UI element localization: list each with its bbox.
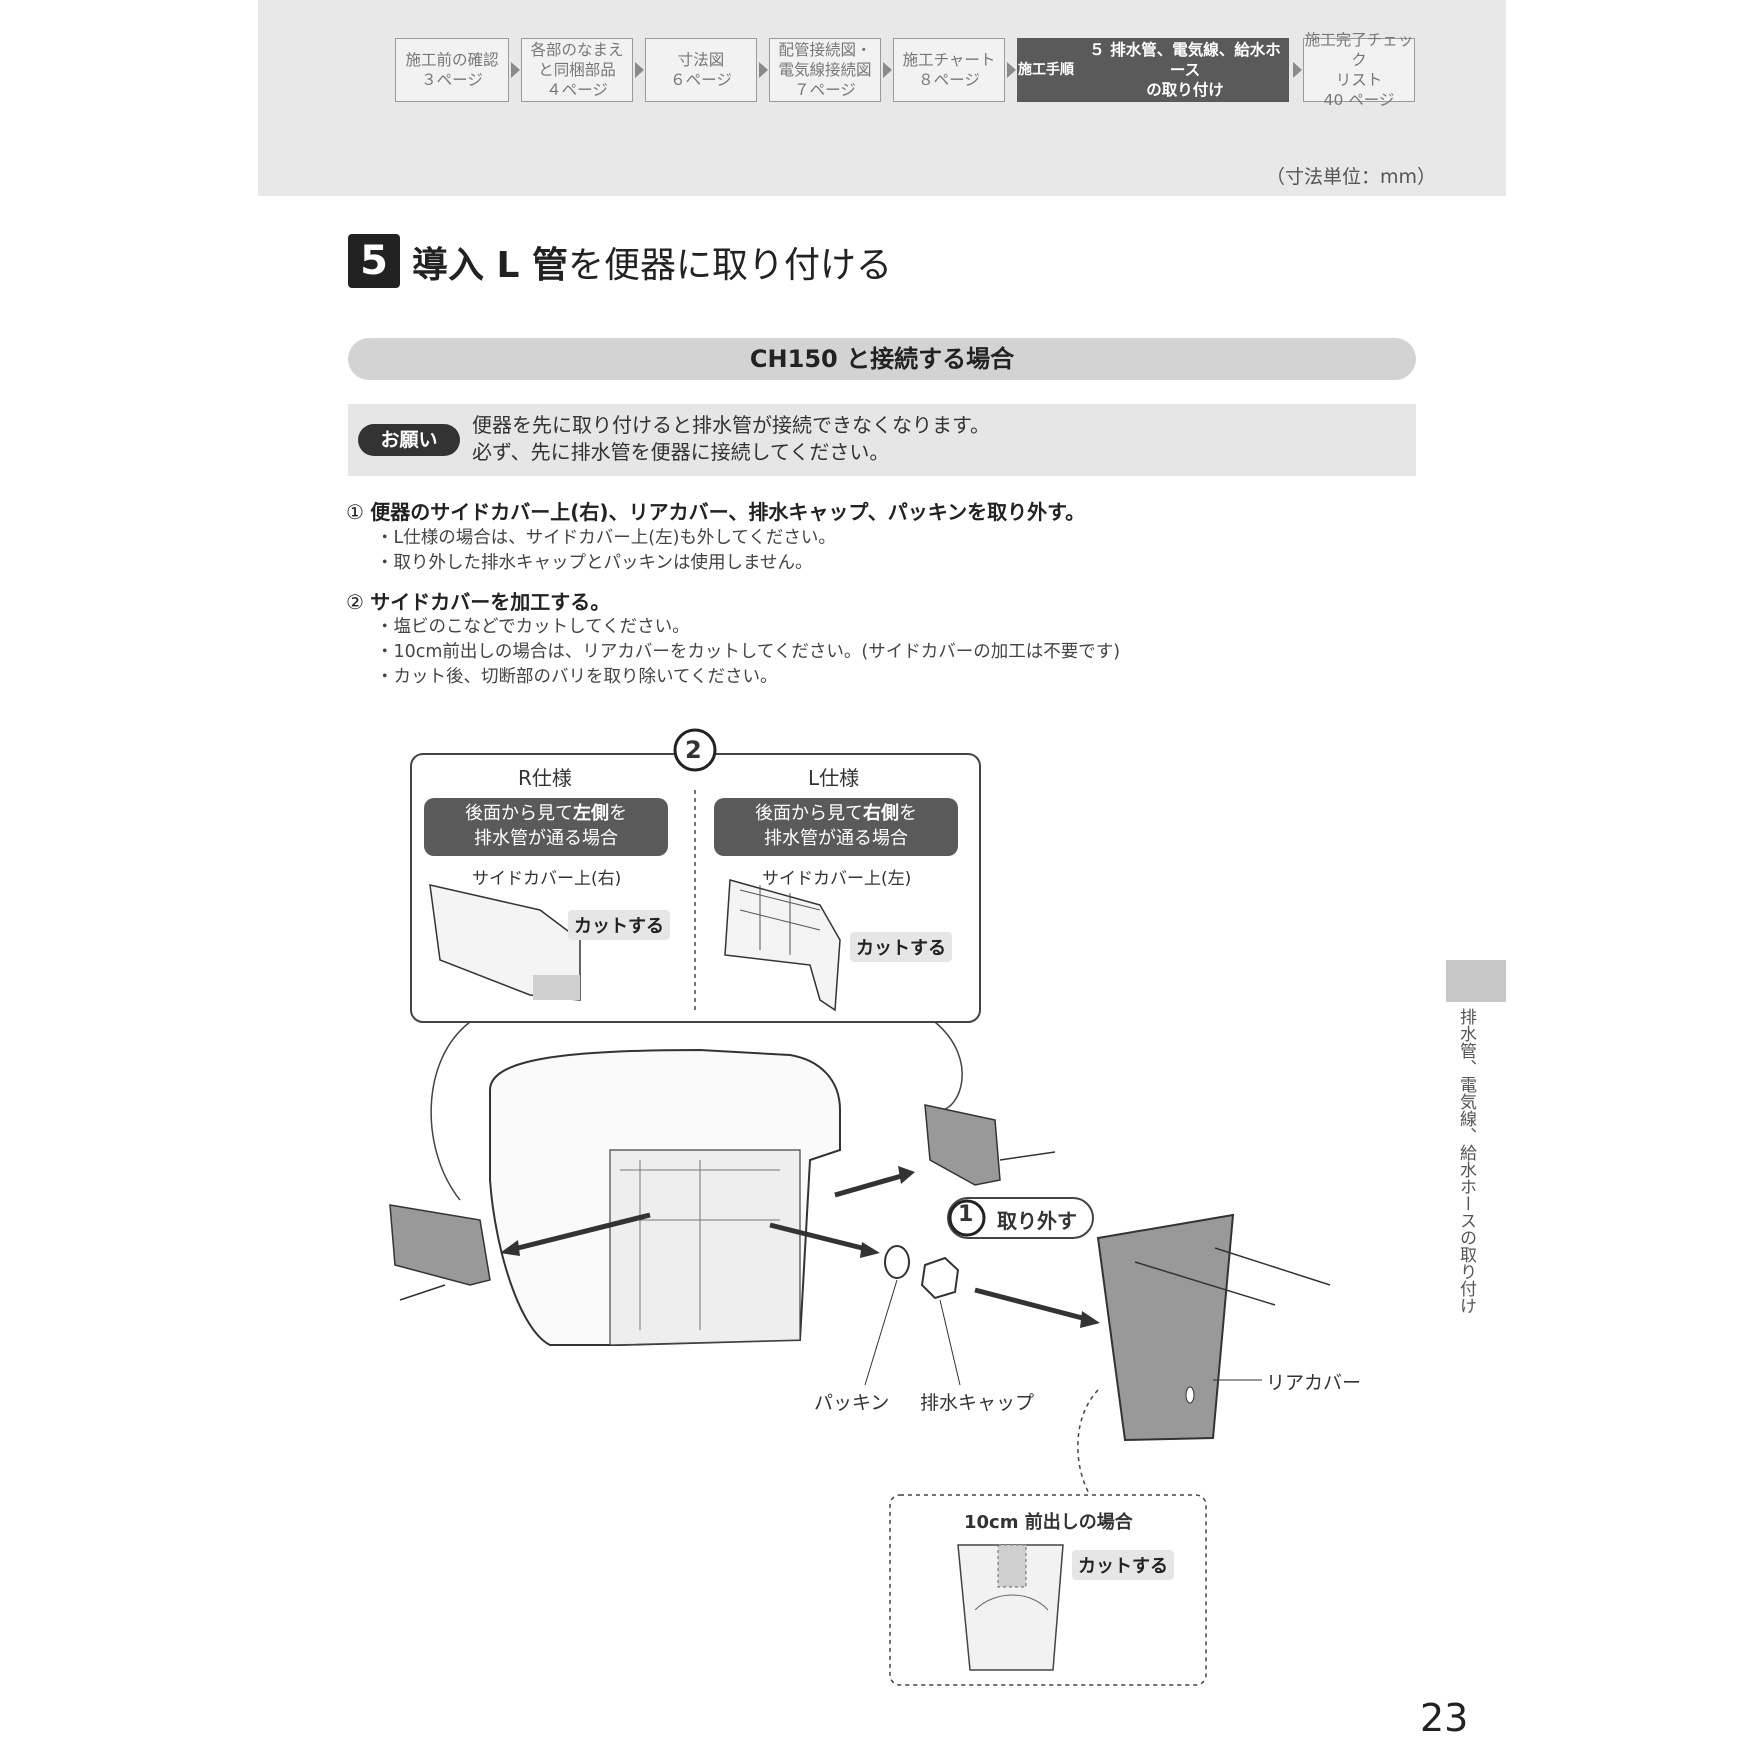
page-title: 導入 L 管を便器に取り付ける	[412, 245, 893, 286]
arrow-remove-left	[509, 1212, 651, 1253]
drain-cap-part	[920, 1256, 960, 1300]
cut-label: カットする	[1072, 1550, 1174, 1580]
unit-note: （寸法単位：mm）	[1266, 166, 1437, 188]
notice-line: 便器を先に取り付けると排水管が接続できなくなります。	[472, 413, 990, 437]
l-spec-condition: 後面から見て右側を 排水管が通る場合	[714, 798, 958, 856]
notice-box: お願い 便器を先に取り付けると排水管が接続できなくなります。 必ず、先に排水管を…	[348, 404, 1416, 476]
side-tab-label: 排水管、電気線、給水ホースの取り付け	[1456, 1008, 1476, 1314]
remove-number: 1	[958, 1202, 974, 1227]
mechanism-lines	[620, 1160, 780, 1330]
cover-ribs	[739, 885, 821, 955]
callout-number: 2	[685, 736, 702, 764]
cut-label: カットする	[568, 910, 670, 940]
nav-arrow-icon	[759, 62, 768, 78]
callout-connector	[934, 1021, 963, 1111]
nav-arrow-icon	[511, 62, 520, 78]
rear-cover-front10	[957, 1544, 1064, 1671]
cut-label: カットする	[850, 932, 952, 962]
nav-arrow-icon	[635, 62, 644, 78]
l-spec-title: L仕様	[808, 766, 860, 790]
screw-icon	[999, 1151, 1056, 1161]
instruction-note: ・カット後、切断部のバリを取り除いてください。	[376, 667, 778, 687]
instruction-note: ・10cm前出しの場合は、リアカバーをカットしてください。(サイドカバーの加工は…	[376, 642, 1121, 662]
remove-label-frame	[947, 1197, 1094, 1239]
arrow-head-icon	[500, 1240, 520, 1256]
side-cover-left-part	[724, 879, 841, 1012]
toilet-rear-mechanism	[609, 1149, 801, 1346]
instruction-note: ・L仕様の場合は、サイドカバー上(左)も外してください。	[376, 528, 836, 548]
page-number: 23	[1420, 1696, 1469, 1740]
leader-line	[864, 1279, 898, 1386]
remove-number-circle	[948, 1199, 986, 1237]
screw-icon	[1214, 1247, 1331, 1286]
cut-area-shade	[533, 975, 580, 1000]
side-tab-marker	[1446, 960, 1506, 1002]
r-spec-title: R仕様	[518, 766, 572, 790]
removed-side-cover	[389, 1204, 491, 1286]
nav-item-piping-diagram[interactable]: 配管接続図・ 電気線接続図 ７ページ	[769, 38, 881, 102]
cut-area-shade	[997, 1544, 1027, 1588]
rear-cover-hole	[1185, 1386, 1195, 1404]
nav-arrow-icon	[883, 62, 892, 78]
r-spec-condition: 後面から見て左側を 排水管が通る場合	[424, 798, 668, 856]
drain-cap-label: 排水キャップ	[920, 1392, 1035, 1414]
screw-icon	[1134, 1261, 1276, 1306]
screw-icon	[399, 1284, 446, 1301]
arrow-remove-rear-cover	[974, 1287, 1091, 1323]
l-spec-part-label: サイドカバー上(左)	[762, 869, 912, 889]
instruction-step-2: ② サイドカバーを加工する。	[346, 590, 611, 614]
callout-connector	[430, 1021, 471, 1201]
remove-label: 取り外す	[997, 1209, 1077, 1233]
instruction-note: ・取り外した排水キャップとパッキンは使用しません。	[376, 553, 813, 573]
removed-side-cover-l	[924, 1104, 1001, 1186]
nav-item-part-names[interactable]: 各部のなまえ と同梱部品 ４ページ	[521, 38, 633, 102]
front10-title: 10cm 前出しの場合	[964, 1512, 1133, 1533]
arrow-remove-right	[834, 1172, 906, 1198]
nav-arrow-icon	[1007, 62, 1016, 78]
packing-part	[884, 1245, 910, 1279]
nav-item-preparation[interactable]: 施工前の確認 ３ページ	[395, 38, 509, 102]
arrow-head-icon	[1080, 1311, 1100, 1328]
instruction-note: ・塩ビのこなどでカットしてください。	[376, 617, 690, 637]
notice-line: 必ず、先に排水管を便器に接続してください。	[472, 440, 890, 464]
rear-cover-part	[1096, 1213, 1235, 1442]
leader-line	[939, 1299, 961, 1386]
arrow-remove-packing	[769, 1222, 871, 1253]
detail-connector	[1077, 1389, 1099, 1496]
nav-arrow-icon	[1293, 62, 1302, 78]
step-number-badge: 5	[348, 234, 400, 288]
instruction-step-1: ① 便器のサイドカバー上(右)、リアカバー、排水キャップ、パッキンを取り外す。	[346, 500, 1086, 524]
callout-number-circle	[673, 728, 717, 772]
r-spec-part-label: サイドカバー上(右)	[472, 869, 622, 889]
nav-item-chart[interactable]: 施工チャート ８ページ	[893, 38, 1005, 102]
rear-cover-label: リアカバー	[1266, 1372, 1362, 1394]
notice-badge: お願い	[358, 424, 460, 456]
arrow-head-icon	[860, 1242, 880, 1258]
section-heading: CH150 と接続する場合	[348, 338, 1416, 380]
nav-item-dimensions[interactable]: 寸法図 ６ページ	[645, 38, 757, 102]
cover-curve	[974, 1594, 1049, 1611]
nav-item-checklist[interactable]: 施工完了チェック リスト 40 ページ	[1303, 31, 1415, 109]
packing-label: パッキン	[814, 1392, 890, 1414]
arrow-head-icon	[898, 1166, 915, 1184]
